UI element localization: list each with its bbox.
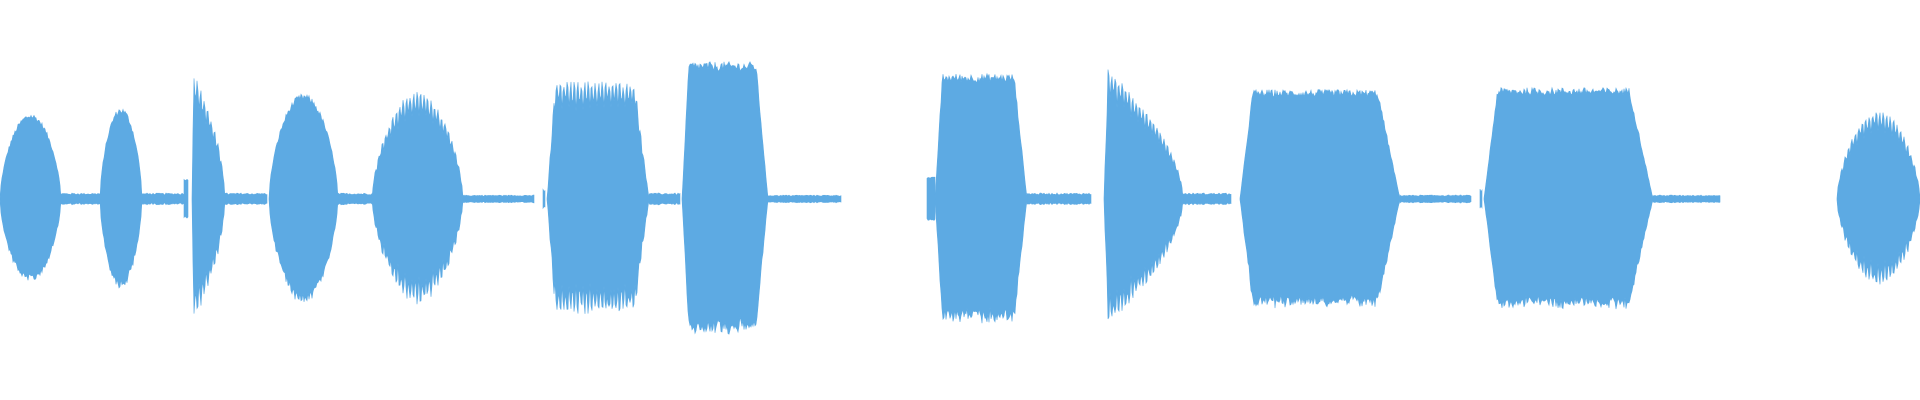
waveform-segment-0 [0,114,62,281]
waveform-segment-24 [1483,86,1654,310]
waveform-segment-15 [767,194,842,204]
waveform-segment-7 [268,93,339,302]
waveform-segment-12 [546,81,650,314]
waveform-segment-4 [183,178,189,219]
waveform-segment-1 [60,192,101,206]
waveform-segment-8 [337,192,373,206]
waveform-segments [0,60,1920,335]
waveform-segment-14 [681,60,769,335]
waveform-segment-2 [99,108,143,289]
waveform-segment-3 [141,192,185,206]
waveform-segment-20 [1182,192,1232,206]
waveform-segment-6 [224,192,268,206]
waveform-segment-16 [926,176,936,221]
waveform-segment-10 [462,194,535,204]
waveform-segment-22 [1399,194,1472,204]
waveform-segment-18 [1026,192,1092,206]
waveform-segment-17 [934,72,1028,324]
waveform-segment-13 [648,192,681,206]
waveform-segment-11 [542,188,546,210]
waveform-segment-26 [1836,112,1920,285]
waveform-segment-19 [1103,69,1184,320]
waveform-segment-23 [1479,188,1483,209]
waveform-segment-5 [191,78,226,314]
waveform-segment-25 [1652,194,1721,204]
waveform-segment-9 [371,91,464,305]
waveform-segment-21 [1239,88,1401,309]
